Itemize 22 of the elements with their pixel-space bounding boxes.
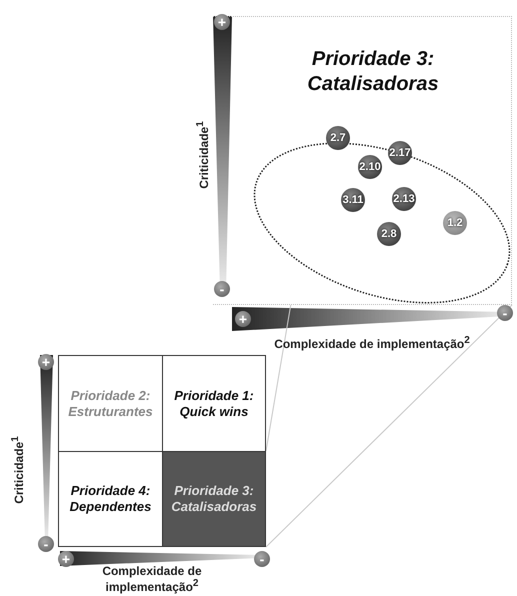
projection-line [266,304,512,548]
axis-sign: + [38,354,54,370]
axis-sign: + [214,14,230,30]
item-circle: 2.8 [377,222,401,246]
panel-title: Prioridade 3: Catalisadoras [306,47,440,97]
item-circle: 2.10 [358,155,382,179]
quadrant-cell: Prioridade 4: Dependentes [58,451,163,547]
item-circle: 2.13 [392,187,416,211]
axis-label: Complexidade de implementação$^{2}$ [273,335,471,351]
axis-sign: - [38,536,54,552]
axis-sign: + [58,551,74,567]
axis-sign: - [214,281,230,297]
quadrant-cell: Prioridade 1: Quick wins [162,355,266,452]
item-circle: 2.17 [388,141,412,165]
item-circle: 3.11 [341,188,365,212]
axis-sign: - [254,551,270,567]
axis-label: Complexidade de implementação$^{2}$ [101,565,203,594]
item-circle: 2.7 [326,126,350,150]
axis-sign: - [497,305,513,321]
item-circle: 1.2 [443,211,467,235]
quadrant-cell: Prioridade 3: Catalisadoras [162,451,266,547]
quadrant-cell: Prioridade 2: Estruturantes [58,355,163,452]
